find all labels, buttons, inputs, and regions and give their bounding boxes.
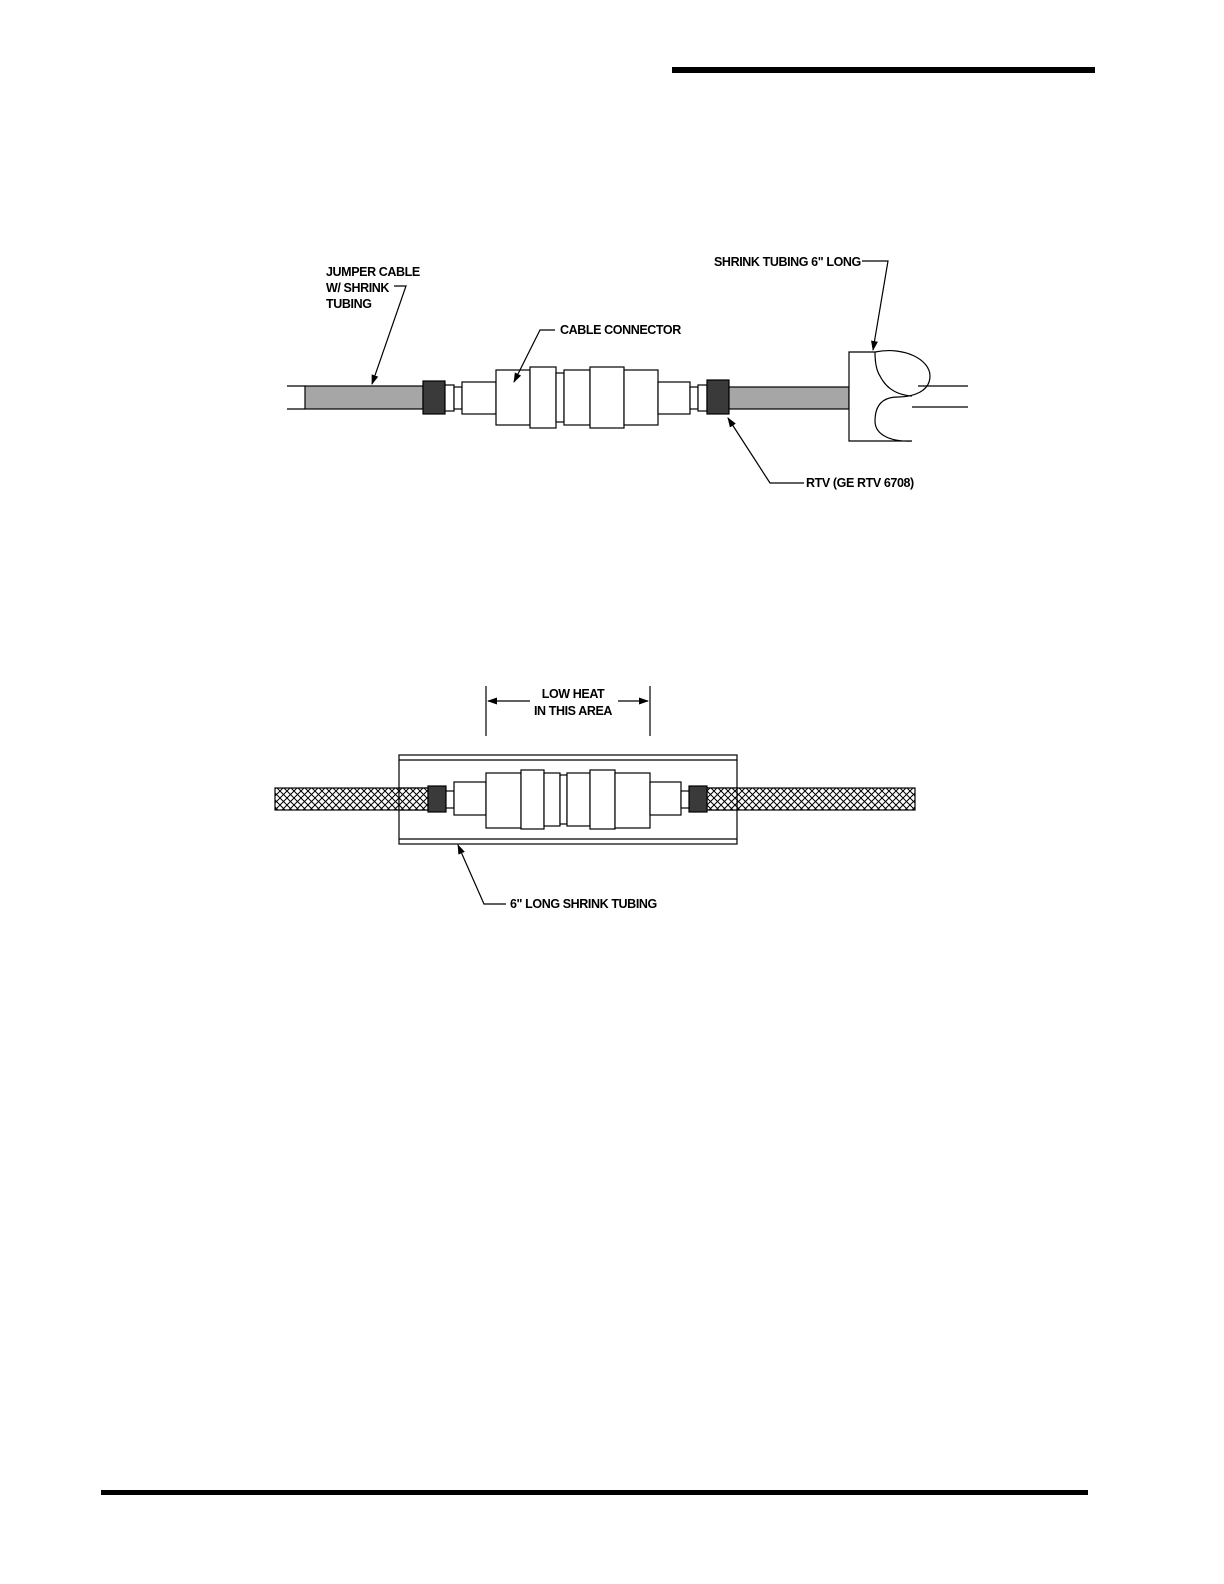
ferrule-right-tip	[690, 387, 698, 409]
label-6-long-shrink-tubing: 6" LONG SHRINK TUBING	[510, 897, 657, 911]
connector-bottom	[446, 770, 689, 829]
cable-right-gray	[729, 387, 849, 409]
leader-shrink-tubing	[862, 261, 888, 350]
label-cable-connector: CABLE CONNECTOR	[560, 323, 681, 337]
leader-6-long-shrink-tubing	[458, 845, 506, 904]
footer-rule	[101, 1490, 1088, 1495]
figure-bottom-shrink-assembly	[275, 755, 915, 844]
bare-cable-left	[287, 386, 305, 409]
label-jumper-cable-line3: TUBING	[326, 297, 372, 311]
label-low-heat-line2: IN THIS AREA	[534, 704, 612, 718]
ferrule-right	[698, 385, 707, 411]
label-shrink-tubing-6-long: SHRINK TUBING 6" LONG	[714, 255, 861, 269]
braided-cable-right	[707, 788, 915, 810]
label-low-heat-line1: LOW HEAT	[542, 687, 605, 701]
label-rtv: RTV (GE RTV 6708)	[806, 476, 914, 490]
leader-rtv	[728, 418, 804, 483]
ferrule-left	[445, 385, 454, 411]
rtv-seal-bottom-left	[428, 786, 446, 812]
rtv-seal-left	[423, 381, 445, 414]
rtv-seal-right	[707, 380, 729, 414]
label-jumper-cable-line2: W/ SHRINK	[326, 281, 389, 295]
rtv-seal-bottom-right	[689, 786, 707, 812]
label-jumper-cable-line1: JUMPER CABLE	[326, 265, 420, 279]
cable-connector-body	[462, 367, 690, 428]
leader-jumper-cable	[372, 286, 406, 384]
figure-top-connector-assembly	[287, 351, 968, 442]
shrink-tubing-curl	[849, 351, 930, 442]
jumper-cable-shrink-tubing	[305, 386, 423, 409]
ferrule-left-tip	[454, 387, 462, 409]
